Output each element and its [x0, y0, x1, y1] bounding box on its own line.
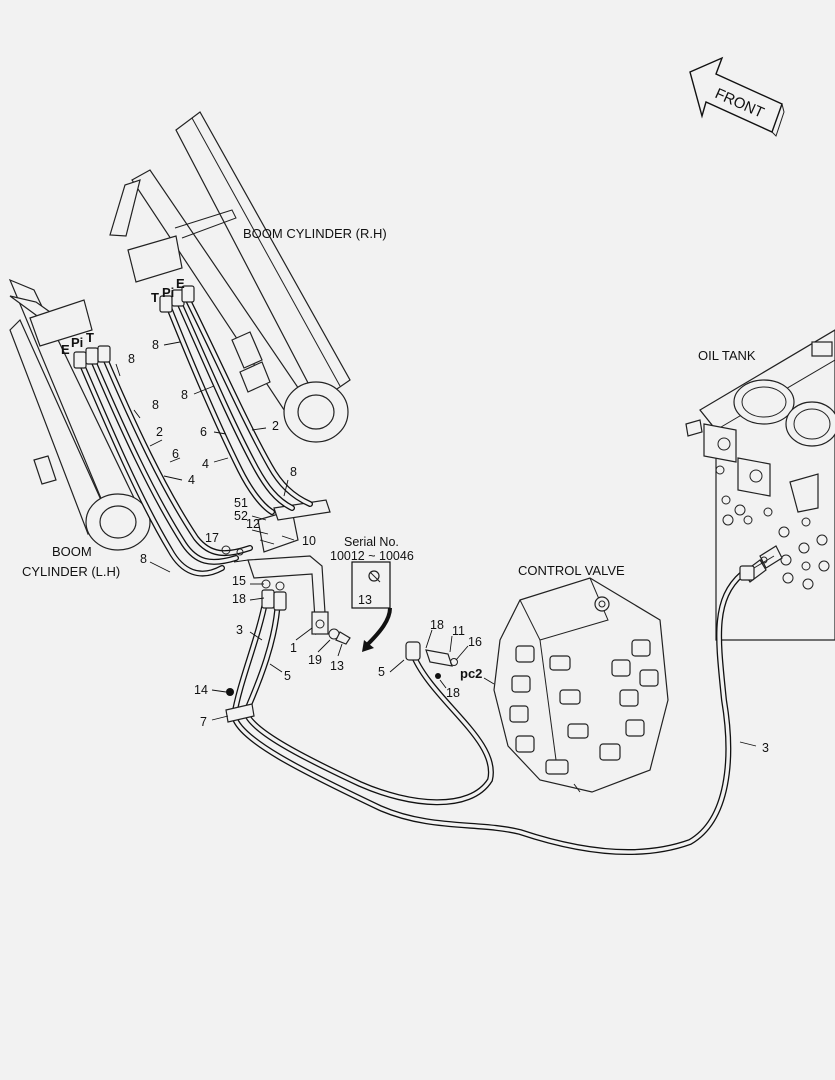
callout-13: 13 [330, 659, 344, 673]
lh-port-pi: Pi [71, 335, 83, 350]
callout-16: 16 [468, 635, 482, 649]
callout-8: 8 [152, 338, 159, 352]
callout-8: 8 [128, 352, 135, 366]
callout-18: 18 [232, 592, 246, 606]
callout-15: 15 [232, 574, 246, 588]
part-callouts: 8 8 8 8 8 8 2 2 6 6 4 4 51 52 12 17 10 1… [128, 338, 769, 755]
callout-6: 6 [172, 447, 179, 461]
lh-port-t: T [86, 330, 94, 345]
serial-part-number: 13 [358, 593, 372, 607]
serial-inset: Serial No. 10012 ~ 10046 13 [330, 535, 414, 652]
oil-tank [685, 329, 835, 641]
callout-12: 12 [246, 517, 260, 531]
callout-8: 8 [181, 388, 188, 402]
fittings [73, 285, 775, 723]
serial-box [351, 561, 391, 609]
callout-14: 14 [194, 683, 208, 697]
serial-range: 10012 ~ 10046 [330, 549, 414, 563]
oil-tank-label: OIL TANK [698, 348, 756, 363]
callout-2: 2 [156, 425, 163, 439]
leader-lines [115, 341, 757, 747]
callout-5: 5 [378, 665, 385, 679]
boom-cylinder-lh [8, 278, 151, 551]
callout-51: 51 [234, 496, 248, 510]
rh-port-t: T [151, 290, 159, 305]
callout-5: 5 [284, 669, 291, 683]
control-valve-label: CONTROL VALVE [518, 563, 625, 578]
hose-bracket [247, 499, 331, 636]
boom-cylinder-rh-label: BOOM CYLINDER (R.H) [243, 226, 387, 241]
callout-11: 11 [452, 624, 465, 638]
callout-52: 52 [234, 509, 248, 523]
callout-3: 3 [762, 741, 769, 755]
callout-17: 17 [205, 531, 219, 545]
callout-19: 19 [308, 653, 322, 667]
callout-1: 1 [290, 641, 297, 655]
front-arrow: FRONT [689, 56, 785, 137]
callout-4: 4 [188, 473, 195, 487]
callout-8: 8 [290, 465, 297, 479]
boom-cylinder-lh-label-line2: CYLINDER (L.H) [22, 564, 120, 579]
boom-cylinder-rh [109, 111, 351, 443]
callout-18: 18 [446, 686, 460, 700]
serial-title: Serial No. [344, 535, 399, 549]
callout-2: 2 [272, 419, 279, 433]
callout-6: 6 [200, 425, 207, 439]
callout-10: 10 [302, 534, 316, 548]
port-pc2-label: pc2 [460, 666, 482, 681]
callout-3: 3 [236, 623, 243, 637]
boom-cylinder-lh-label-line1: BOOM [52, 544, 92, 559]
callout-18: 18 [430, 618, 444, 632]
control-valve [493, 577, 669, 793]
rh-port-pi: Pi [162, 285, 174, 300]
callout-4: 4 [202, 457, 209, 471]
rh-port-e: E [176, 276, 185, 291]
callout-8: 8 [152, 398, 159, 412]
callout-7: 7 [200, 715, 207, 729]
lh-port-e: E [61, 342, 70, 357]
callout-8: 8 [140, 552, 147, 566]
